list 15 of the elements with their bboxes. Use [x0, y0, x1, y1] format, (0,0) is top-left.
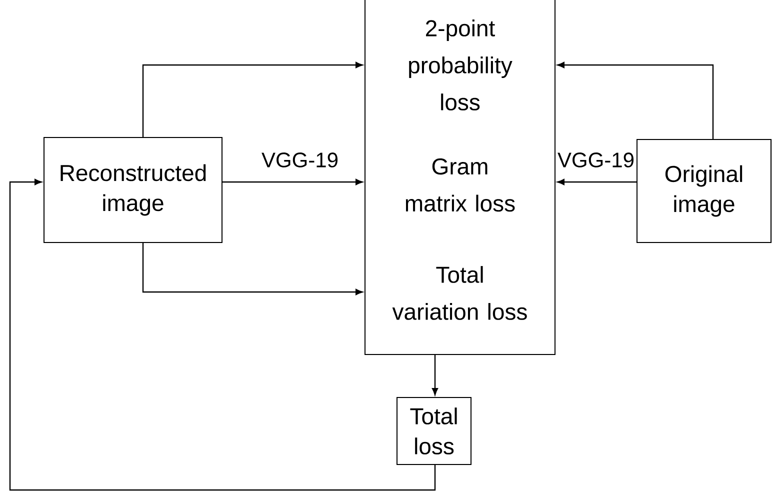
- edge-label: VGG-19: [557, 152, 635, 168]
- image-box: Original image: [636, 139, 772, 243]
- arrow: [222, 178, 363, 186]
- loss-label: Total variation loss: [392, 266, 527, 320]
- arrow: [432, 355, 438, 396]
- loss-label: Gram matrix loss: [406, 158, 515, 212]
- arrow: [9, 178, 436, 491]
- image-box: Reconstructed image: [44, 137, 222, 243]
- arrow: [557, 62, 714, 139]
- arrow: [142, 243, 363, 296]
- loss-box: Total loss: [396, 397, 472, 465]
- arrow: [142, 62, 363, 137]
- edge-label: VGG-19: [262, 152, 339, 168]
- arrow: [557, 178, 636, 186]
- loss-label: 2-point probability loss: [409, 20, 512, 110]
